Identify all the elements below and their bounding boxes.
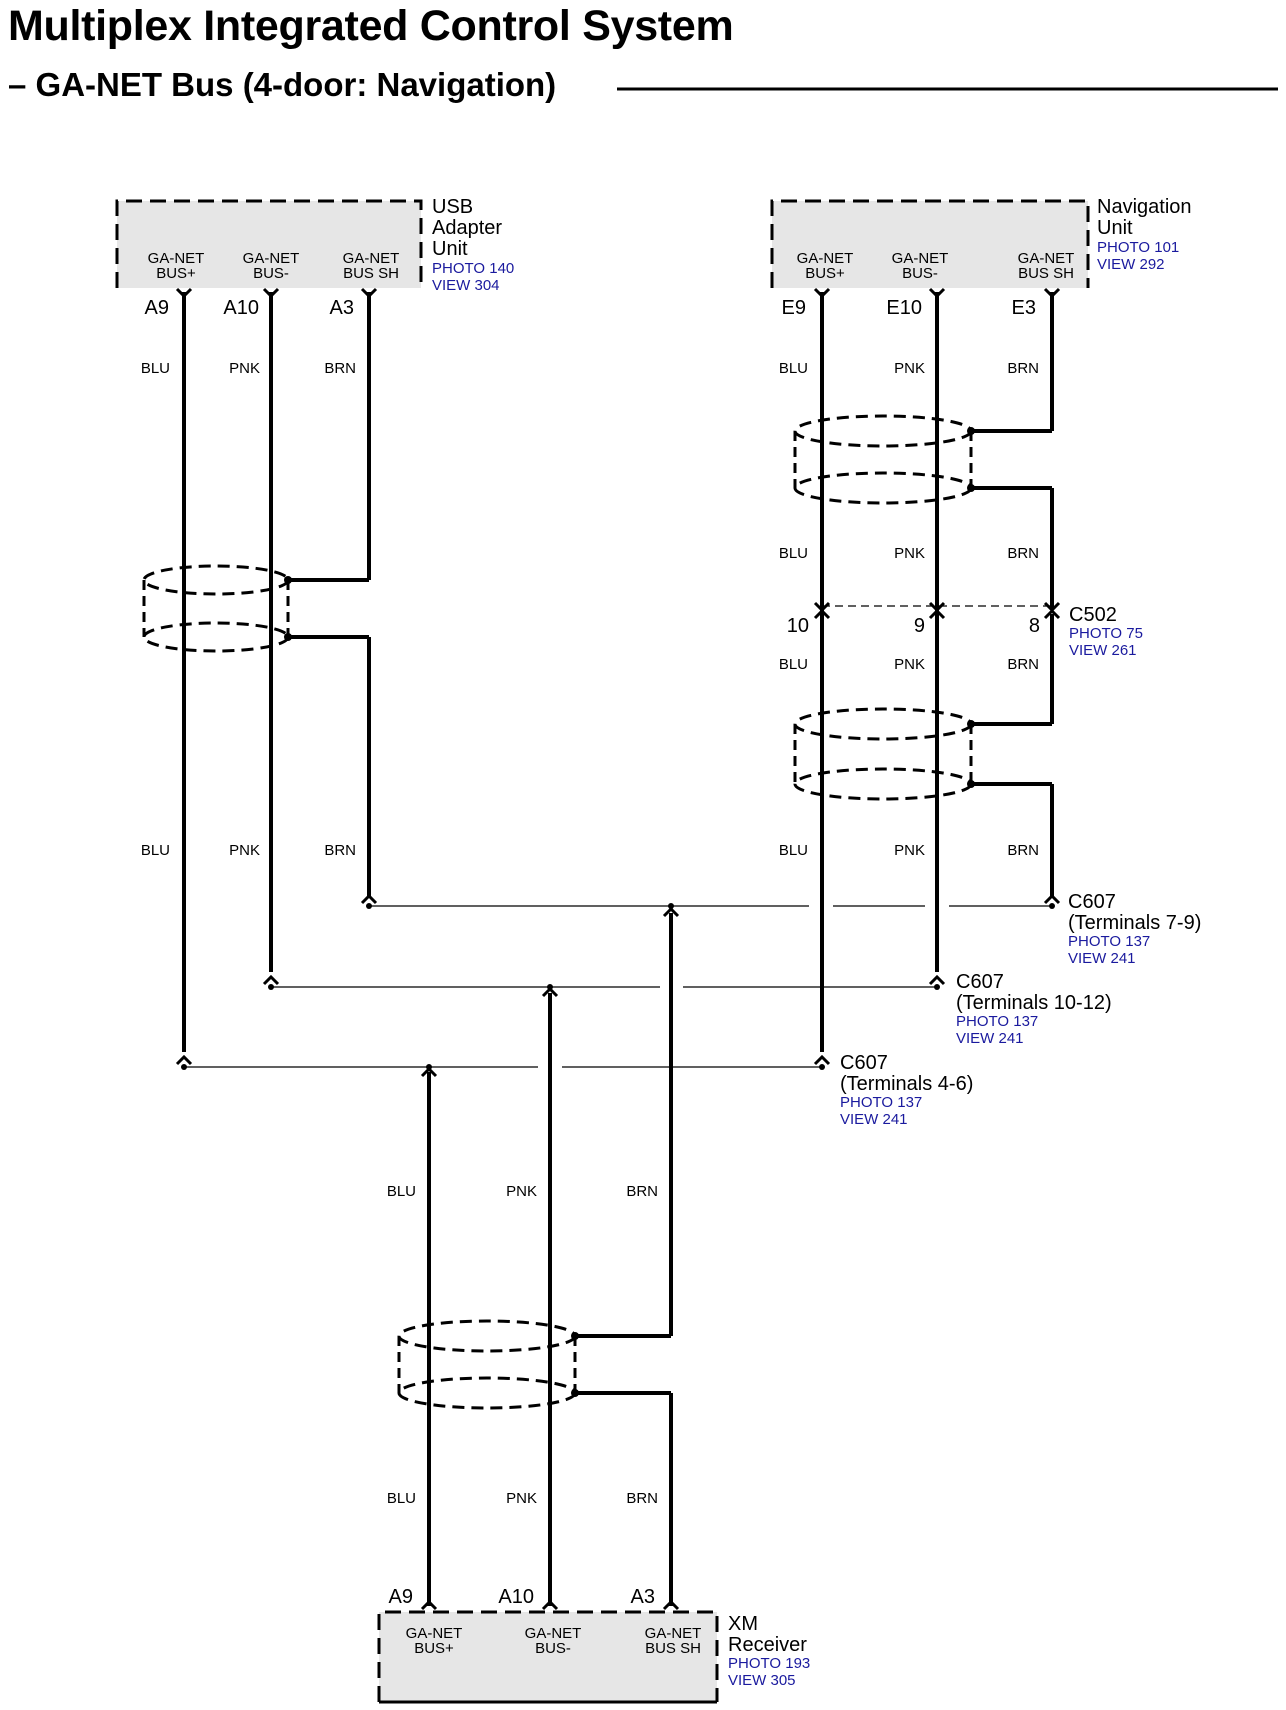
xm-receiver-box xyxy=(377,1610,719,1704)
c607c-view-ref: VIEW 241 xyxy=(840,1111,908,1128)
xm-pin-a9: A9 xyxy=(389,1586,413,1608)
c607-terminals-10-12: C607 (Terminals 10-12) PHOTO 137 VIEW 24… xyxy=(956,971,1112,1047)
page-subtitle: – GA-NET Bus (4-door: Navigation) xyxy=(8,66,557,103)
wire-color-labels: BLU PNK BRN BLU PNK BRN BLU PNK BRN BLU … xyxy=(141,360,1039,1507)
wire-color-label: PNK xyxy=(229,360,260,377)
shielded-cable-nav-upper xyxy=(793,414,975,505)
wire-color-label: BRN xyxy=(1007,360,1039,377)
c607a-view-ref: VIEW 241 xyxy=(1068,950,1136,967)
wire-color-label: BRN xyxy=(324,842,356,859)
wires xyxy=(182,292,1054,1606)
wire-color-label: PNK xyxy=(894,842,925,859)
navigation-unit-box xyxy=(770,199,1090,288)
c607b-name: C607 xyxy=(956,971,1004,993)
wire-color-label: BRN xyxy=(1007,656,1039,673)
usb-pin-a3: A3 xyxy=(330,297,354,319)
usb-pin-a9: A9 xyxy=(145,297,169,319)
shielded-cable-usb xyxy=(142,564,292,653)
wire-color-label: BLU xyxy=(779,360,808,377)
c607-terminal-dots xyxy=(181,903,1055,1070)
wire-color-label: PNK xyxy=(894,545,925,562)
usb-pin-a10: A10 xyxy=(223,297,259,319)
wire-color-label: BLU xyxy=(141,842,170,859)
c607b-photo-ref: PHOTO 137 xyxy=(956,1013,1038,1030)
wire-color-label: BLU xyxy=(141,360,170,377)
wire-color-label: BRN xyxy=(626,1183,658,1200)
wire-color-label: PNK xyxy=(506,1490,537,1507)
wire-color-label: BRN xyxy=(324,360,356,377)
c607c-photo-ref: PHOTO 137 xyxy=(840,1094,922,1111)
shielded-cable-nav-lower xyxy=(793,707,975,801)
terminal-forks xyxy=(175,287,1061,1611)
c502-name: C502 xyxy=(1069,604,1117,626)
xm-view-ref: VIEW 305 xyxy=(728,1672,796,1689)
wire-color-label: BRN xyxy=(1007,842,1039,859)
c607b-terminals: (Terminals 10-12) xyxy=(956,992,1112,1014)
xm-pin-a3: A3 xyxy=(631,1586,655,1608)
wire-color-label: PNK xyxy=(229,842,260,859)
nav-pin-e9: E9 xyxy=(782,297,806,319)
usb-adapter-unit-box xyxy=(115,199,423,288)
wire-color-label: BLU xyxy=(779,656,808,673)
wire-color-label: BRN xyxy=(626,1490,658,1507)
c607a-terminals: (Terminals 7-9) xyxy=(1068,912,1201,934)
nav-view-ref: VIEW 292 xyxy=(1097,256,1165,273)
wire-color-label: BLU xyxy=(779,842,808,859)
nav-photo-ref: PHOTO 101 xyxy=(1097,239,1179,256)
c607b-view-ref: VIEW 241 xyxy=(956,1030,1024,1047)
c502-pin-8: 8 xyxy=(1029,615,1040,637)
xm-pin-a10: A10 xyxy=(498,1586,534,1608)
c502-view-ref: VIEW 261 xyxy=(1069,642,1137,659)
wire-color-label: BLU xyxy=(387,1490,416,1507)
page-title: Multiplex Integrated Control System xyxy=(8,2,734,50)
c607c-terminals: (Terminals 4-6) xyxy=(840,1073,973,1095)
c502-photo-ref: PHOTO 75 xyxy=(1069,625,1143,642)
c607a-photo-ref: PHOTO 137 xyxy=(1068,933,1150,950)
c607-terminals-4-6: C607 (Terminals 4-6) PHOTO 137 VIEW 241 xyxy=(840,1052,973,1128)
c502-pin-9: 9 xyxy=(914,615,925,637)
wire-color-label: PNK xyxy=(894,656,925,673)
nav-pin-e10: E10 xyxy=(886,297,922,319)
xm-photo-ref: PHOTO 193 xyxy=(728,1655,810,1672)
c607a-name: C607 xyxy=(1068,891,1116,913)
c607c-name: C607 xyxy=(840,1052,888,1074)
wire-color-label: BRN xyxy=(1007,545,1039,562)
wire-color-label: BLU xyxy=(779,545,808,562)
wire-color-label: PNK xyxy=(506,1183,537,1200)
usb-photo-ref: PHOTO 140 xyxy=(432,260,514,277)
c607-connector-lines xyxy=(184,905,1052,1068)
usb-view-ref: VIEW 304 xyxy=(432,277,500,294)
shielded-cable-xm xyxy=(397,1319,579,1410)
wire-color-label: BLU xyxy=(387,1183,416,1200)
c607-terminals-7-9: C607 (Terminals 7-9) PHOTO 137 VIEW 241 xyxy=(1068,891,1201,967)
nav-pin-e3: E3 xyxy=(1012,297,1036,319)
c502-pin-10: 10 xyxy=(787,615,809,637)
wire-color-label: PNK xyxy=(894,360,925,377)
c502-connector: C502 PHOTO 75 VIEW 261 10 9 8 xyxy=(787,604,1143,659)
